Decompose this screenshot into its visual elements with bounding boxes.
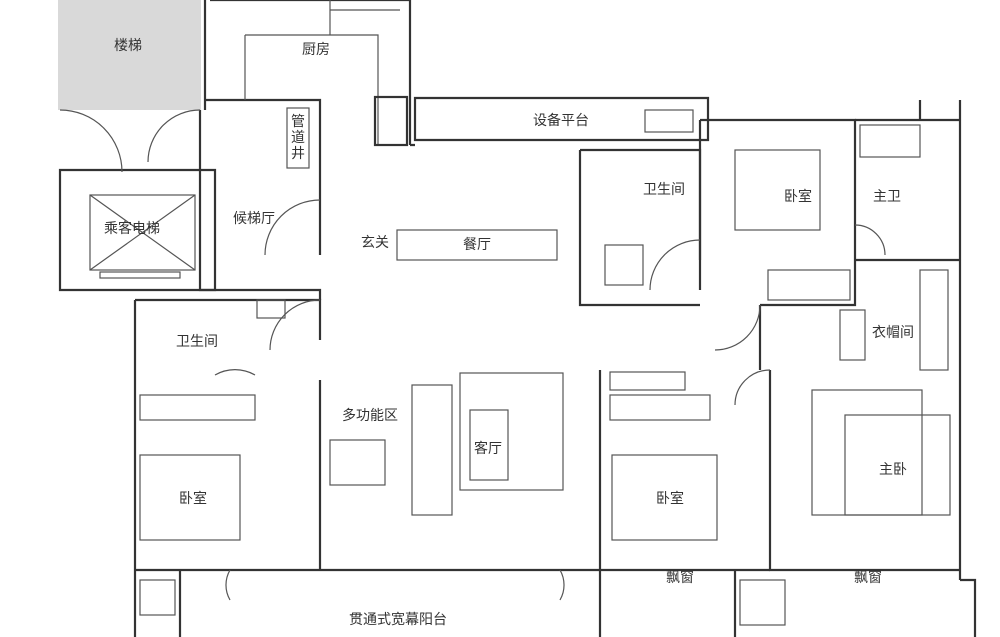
label-master-bath: 主卫	[873, 189, 901, 205]
label-kitchen: 厨房	[302, 42, 330, 58]
label-bedroom-s: 卧室	[656, 490, 684, 507]
label-equipment-platform: 设备平台	[533, 112, 589, 129]
label-multi-function: 多功能区	[342, 407, 398, 424]
label-pipe-shaft-1: 管	[291, 114, 305, 130]
label-bathroom-top: 卫生间	[643, 182, 685, 198]
label-master-bedroom: 主卧	[879, 462, 907, 478]
label-walk-in-closet: 衣帽间	[872, 325, 914, 341]
label-foyer: 玄关	[361, 234, 389, 251]
label-balcony: 贯通式宽幕阳台	[349, 611, 447, 628]
stairs-area	[58, 0, 201, 110]
room-labels: 楼梯 厨房 管 道 井 设备平台 卫生间 卧室 主卫 乘客电梯 候梯厅 玄关 餐…	[104, 38, 914, 628]
label-elevator: 乘客电梯	[104, 220, 160, 237]
label-dining: 餐厅	[463, 237, 491, 253]
label-elevator-lobby: 候梯厅	[233, 211, 275, 227]
label-bedroom-sw: 卧室	[179, 490, 207, 507]
label-pipe-shaft-3: 井	[291, 146, 305, 162]
label-pipe-shaft-2: 道	[291, 130, 305, 146]
label-bay-window-2: 飘窗	[854, 569, 882, 586]
walls	[58, 0, 977, 637]
label-living-room: 客厅	[474, 440, 502, 457]
doors	[59, 109, 886, 601]
label-bedroom-ne: 卧室	[784, 188, 812, 205]
label-stairs: 楼梯	[114, 38, 142, 54]
label-bay-window-1: 飘窗	[666, 569, 694, 586]
label-bathroom-left: 卫生间	[176, 334, 218, 350]
